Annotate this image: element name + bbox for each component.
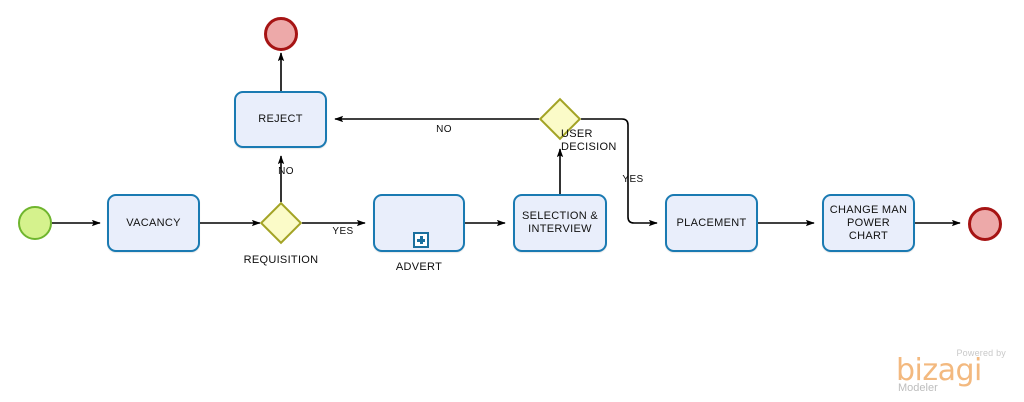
task-selection-interview[interactable]: SELECTION & INTERVIEW <box>513 194 607 252</box>
flow-label-user-decision-yes: YES <box>622 174 644 185</box>
watermark-brand-text: bizagi <box>896 353 982 388</box>
task-reject[interactable]: REJECT <box>234 91 327 148</box>
flow-label-user-decision-no: NO <box>436 124 452 135</box>
task-placement[interactable]: PLACEMENT <box>665 194 758 252</box>
subprocess-advert-label: ADVERT <box>395 261 443 273</box>
task-vacancy-label: VACANCY <box>126 216 181 229</box>
subprocess-plus-icon <box>413 232 429 248</box>
task-change-man-power-chart[interactable]: CHANGE MAN POWER CHART <box>822 194 915 252</box>
gateway-user-decision-label: USER DECISION <box>561 128 617 153</box>
gateway-requisition-label: REQUISITION <box>243 254 319 266</box>
watermark-product-text: Modeler <box>898 382 938 394</box>
task-change-man-power-chart-label: CHANGE MAN POWER CHART <box>829 203 908 242</box>
watermark-powered-by-text: Powered by <box>956 348 1006 358</box>
task-vacancy[interactable]: VACANCY <box>107 194 200 252</box>
flow-label-requisition-no: NO <box>278 166 294 177</box>
start-event[interactable] <box>18 206 52 240</box>
flow-user-decision-to-placement <box>581 118 658 227</box>
task-selection-interview-label: SELECTION & INTERVIEW <box>521 210 599 235</box>
bizagi-watermark: Powered by bizagi Modeler <box>896 348 1008 394</box>
task-reject-label: REJECT <box>258 113 303 125</box>
task-placement-label: PLACEMENT <box>676 216 747 229</box>
end-event-reject[interactable] <box>264 17 298 51</box>
flow-label-requisition-yes: YES <box>332 226 354 237</box>
end-event-main[interactable] <box>968 207 1002 241</box>
subprocess-advert[interactable] <box>373 194 465 252</box>
